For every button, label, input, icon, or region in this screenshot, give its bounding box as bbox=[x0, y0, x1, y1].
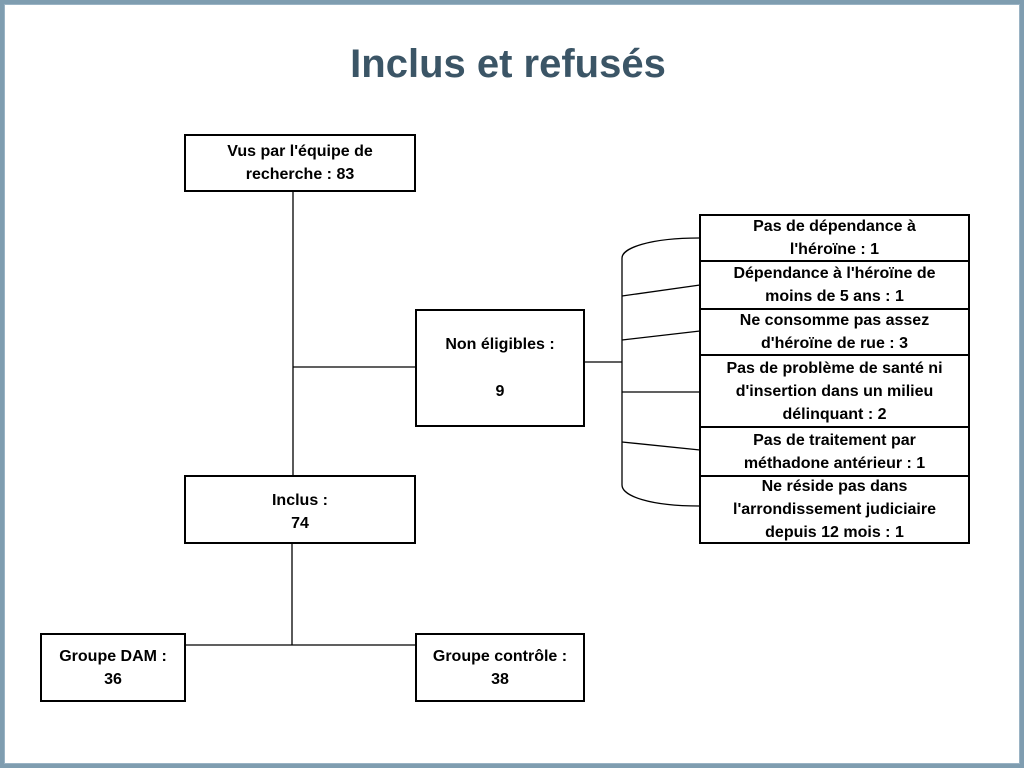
included-box: Inclus : 74 bbox=[184, 475, 416, 544]
reason-5-line-1: Pas de traitement par bbox=[753, 431, 916, 449]
control-group-count: 38 bbox=[491, 670, 509, 688]
brace-tick-3 bbox=[621, 330, 701, 341]
reason-box-4: Pas de problème de santé ni d'insertion … bbox=[699, 354, 970, 428]
reason-2-line-2: moins de 5 ans : 1 bbox=[765, 288, 904, 305]
dam-group-label: Groupe DAM : bbox=[59, 647, 167, 665]
reason-box-2: Dépendance à l'héroïne de moins de 5 ans… bbox=[699, 260, 970, 310]
brace-tick-2 bbox=[621, 284, 701, 297]
reasons-brace bbox=[621, 237, 700, 507]
slide-title: Inclus et refusés bbox=[350, 42, 666, 86]
reason-4-line-2: d'insertion dans un milieu bbox=[735, 382, 934, 400]
reason-box-5: Pas de traitement par méthadone antérieu… bbox=[699, 426, 970, 477]
dam-group-count: 36 bbox=[104, 670, 122, 688]
reason-box-3: Ne consomme pas assez d'héroïne de rue :… bbox=[699, 308, 970, 356]
seen-box: Vus par l'équipe de recherche : 83 bbox=[184, 134, 416, 192]
control-group-label: Groupe contrôle : bbox=[432, 647, 568, 665]
reason-6-line-2: l'arrondissement judiciaire bbox=[733, 501, 936, 518]
reason-2-line-1: Dépendance à l'héroïne de bbox=[733, 265, 936, 282]
dam-group-box: Groupe DAM : 36 bbox=[40, 633, 186, 702]
included-label: Inclus : bbox=[271, 492, 328, 509]
reason-6-line-3: depuis 12 mois : 1 bbox=[765, 524, 904, 541]
non-eligible-box: Non éligibles : 9 bbox=[415, 309, 585, 427]
reason-6-line-1: Ne réside pas dans bbox=[761, 478, 908, 495]
reason-4-line-3: délinquant : 2 bbox=[782, 405, 887, 423]
included-count: 74 bbox=[291, 515, 309, 532]
non-eligible-count: 9 bbox=[495, 383, 505, 400]
reason-3-line-2: d'héroïne de rue : 3 bbox=[761, 335, 908, 352]
reason-box-6: Ne réside pas dans l'arrondissement judi… bbox=[699, 475, 970, 544]
non-eligible-label: Non éligibles : bbox=[445, 336, 555, 353]
seen-line-1: Vus par l'équipe de bbox=[227, 143, 373, 160]
reason-4-line-1: Pas de problème de santé ni bbox=[726, 359, 943, 377]
reason-5-line-2: méthadone antérieur : 1 bbox=[743, 454, 926, 472]
reason-1-line-1: Pas de dépendance à bbox=[753, 218, 916, 235]
seen-line-2: recherche : 83 bbox=[245, 166, 355, 183]
reason-1-line-2: l'héroïne : 1 bbox=[789, 241, 880, 258]
reason-3-line-1: Ne consomme pas assez bbox=[739, 312, 930, 329]
reason-box-1: Pas de dépendance à l'héroïne : 1 bbox=[699, 214, 970, 262]
brace-tick-5 bbox=[621, 441, 701, 451]
control-group-box: Groupe contrôle : 38 bbox=[415, 633, 585, 702]
